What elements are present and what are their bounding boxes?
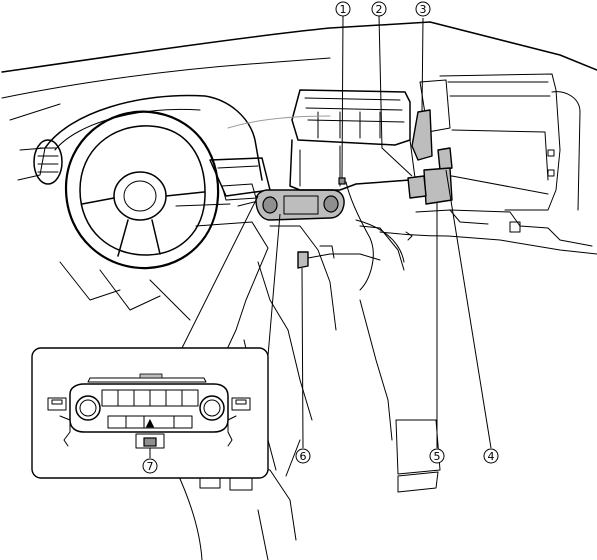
inset-zoom-lines xyxy=(181,195,281,357)
callout-6-label: 6 xyxy=(300,450,307,463)
callout-2: 2 xyxy=(371,1,387,17)
component-4-sensor xyxy=(437,147,453,171)
callout-7-label: 7 xyxy=(147,460,154,473)
component-6-sensor xyxy=(297,245,381,269)
wiring-harness xyxy=(345,181,413,291)
instrument-hood xyxy=(17,94,271,197)
climate-control-unit-main xyxy=(255,189,345,221)
steering-wheel xyxy=(59,110,220,321)
callout-6: 6 xyxy=(295,448,311,464)
component-5-blower-unit xyxy=(407,167,453,205)
inset-climate-panel: ▲ xyxy=(31,347,269,479)
callout-3-label: 3 xyxy=(420,3,427,16)
callout-7: 7 xyxy=(142,458,158,474)
component-3-sensor xyxy=(411,109,433,161)
callout-5: 5 xyxy=(429,448,445,464)
callout-leaders xyxy=(149,15,492,458)
callout-2-label: 2 xyxy=(376,3,383,16)
component-1-sensor xyxy=(338,177,346,185)
callout-3: 3 xyxy=(415,1,431,17)
callout-1-label: 1 xyxy=(340,3,347,16)
callout-1: 1 xyxy=(335,1,351,17)
callout-5-label: 5 xyxy=(434,450,441,463)
callout-4: 4 xyxy=(483,448,499,464)
hazard-icon: ▲ xyxy=(146,416,155,429)
windshield-outline xyxy=(1,21,597,121)
callout-4-label: 4 xyxy=(488,450,495,463)
passenger-dashboard xyxy=(227,73,597,271)
hvac-unit xyxy=(289,89,416,191)
left-air-vent xyxy=(33,139,63,185)
